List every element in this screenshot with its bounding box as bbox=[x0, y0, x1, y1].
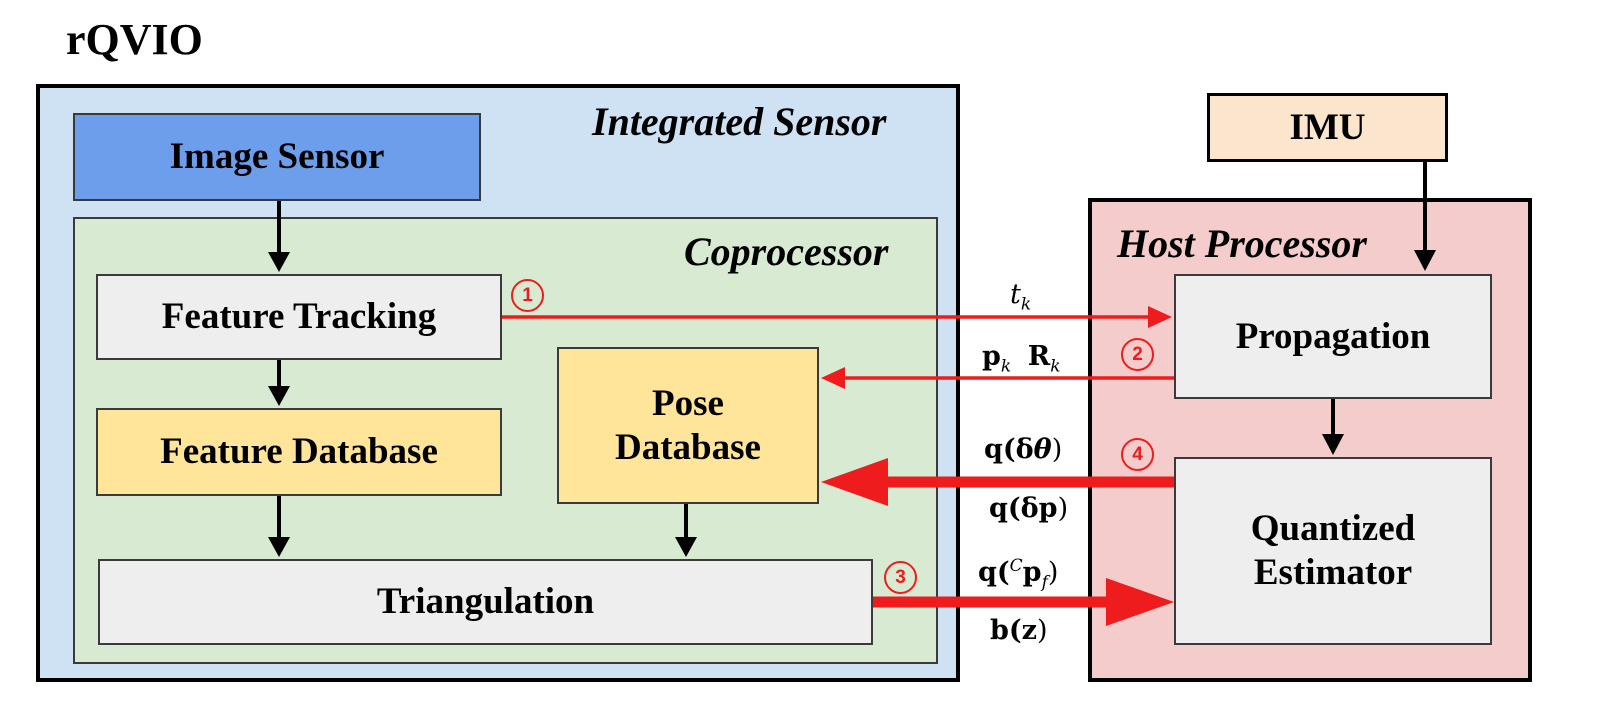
imu-block: IMU bbox=[1207, 93, 1448, 162]
arrow-triangulation-to-estimator bbox=[873, 578, 1174, 626]
imu-label: IMU bbox=[1289, 106, 1366, 148]
coprocessor-label: Coprocessor bbox=[684, 229, 889, 274]
arrow-feature-db-to-triangulation bbox=[268, 496, 290, 557]
step-badge-1: 1 bbox=[511, 279, 544, 312]
signal-t-k: tk bbox=[1010, 279, 1032, 315]
pose-database-label: Pose Database bbox=[615, 382, 761, 468]
feature-tracking-block: Feature Tracking bbox=[96, 274, 502, 360]
signal-b-z: b(z) bbox=[990, 615, 1048, 646]
host-processor-label: Host Processor bbox=[1117, 221, 1367, 266]
feature-database-block: Feature Database bbox=[96, 408, 502, 496]
arrow-pose-db-to-triangulation bbox=[675, 504, 697, 557]
integrated-sensor-label: Integrated Sensor bbox=[592, 99, 887, 144]
quantized-estimator-block: Quantized Estimator bbox=[1174, 457, 1492, 645]
step-badge-3: 3 bbox=[884, 561, 917, 594]
pose-database-block: Pose Database bbox=[557, 347, 819, 504]
propagation-label: Propagation bbox=[1235, 315, 1431, 357]
arrow-tracking-to-feature-db bbox=[268, 360, 290, 406]
arrow-image-to-tracking bbox=[268, 201, 290, 272]
step-badge-2: 2 bbox=[1121, 338, 1154, 371]
signal-q-c-p-f: q(Cpf) bbox=[978, 556, 1059, 593]
triangulation-block: Triangulation bbox=[98, 559, 873, 645]
arrow-tracking-to-propagation bbox=[502, 306, 1172, 328]
arrow-propagation-to-pose-db bbox=[821, 367, 1174, 389]
step-badge-4: 4 bbox=[1121, 438, 1154, 471]
signal-q-delta-p: q(δp) bbox=[989, 493, 1069, 524]
control-flow-arrows bbox=[268, 162, 1436, 557]
arrow-propagation-to-estimator bbox=[1322, 399, 1344, 455]
image-sensor-label: Image Sensor bbox=[169, 136, 385, 178]
signal-p-k-r-k: pk Rk bbox=[982, 341, 1061, 377]
arrow-imu-to-propagation bbox=[1414, 162, 1436, 271]
propagation-block: Propagation bbox=[1174, 274, 1492, 399]
diagram-title: rQVIO bbox=[66, 15, 203, 64]
triangulation-label: Triangulation bbox=[376, 581, 595, 623]
arrow-estimator-to-pose-db bbox=[821, 458, 1174, 506]
feature-database-label: Feature Database bbox=[160, 431, 438, 473]
signal-q-delta-theta: q(δθ) bbox=[984, 434, 1063, 465]
image-sensor-block: Image Sensor bbox=[73, 113, 481, 201]
data-transfer-arrows bbox=[502, 306, 1174, 626]
quantized-estimator-label: Quantized Estimator bbox=[1250, 508, 1416, 593]
feature-tracking-label: Feature Tracking bbox=[161, 296, 437, 338]
